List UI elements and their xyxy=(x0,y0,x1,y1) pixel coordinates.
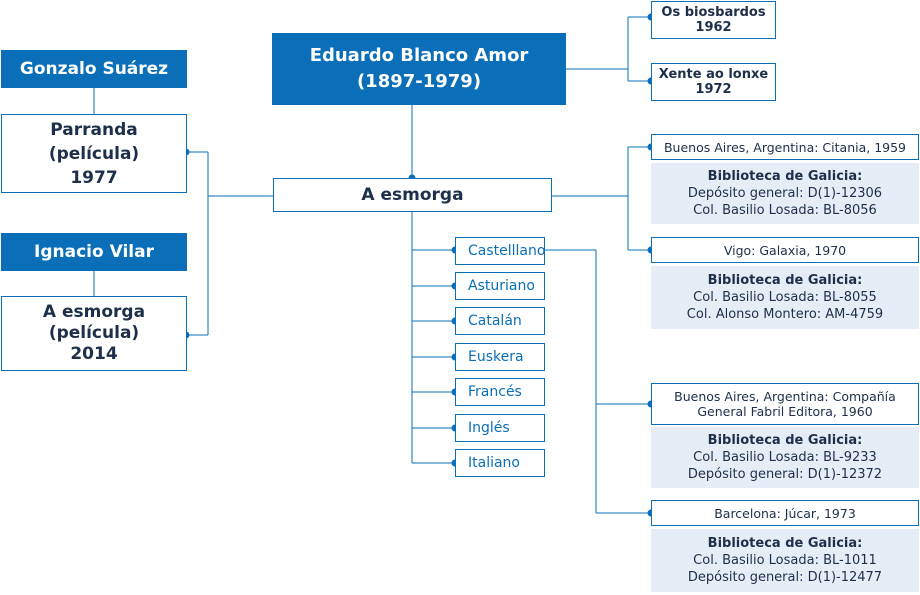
author-name: Eduardo Blanco Amor xyxy=(309,45,529,66)
edition-heading-fabril: Buenos Aires, Argentina: Compañía Genera… xyxy=(651,383,919,425)
translation-label: Francés xyxy=(468,384,522,400)
translation-catalan: Catalán xyxy=(455,307,545,335)
library-name: Biblioteca de Galicia: xyxy=(707,433,863,448)
other-work-title: Xente ao lonxe xyxy=(658,67,769,82)
author-box: Eduardo Blanco Amor (1897-1979) xyxy=(272,33,566,105)
other-work-xente: Xente ao lonxe 1972 xyxy=(651,63,776,101)
translation-castellano: Castelllano xyxy=(455,237,545,265)
edition-heading-line2: General Fabril Editora, 1960 xyxy=(697,404,873,419)
film-box-parranda: Parranda (película) 1977 xyxy=(1,114,187,193)
translation-label: Catalán xyxy=(468,313,522,329)
film-year: 1977 xyxy=(70,167,118,188)
translation-label: Castelllano xyxy=(468,243,546,259)
translation-label: Italiano xyxy=(468,455,520,471)
edition-library-fabril: Biblioteca de Galicia: Col. Basilio Losa… xyxy=(651,427,919,488)
library-holding: Col. Basilio Losada: BL-8056 xyxy=(693,203,877,218)
translation-euskera: Euskera xyxy=(455,343,545,371)
library-holding: Col. Basilio Losada: BL-8055 xyxy=(693,290,877,305)
work-title: A esmorga xyxy=(361,185,464,205)
library-holding: Depósito general: D(1)-12306 xyxy=(687,186,883,201)
film-title-line1: Parranda xyxy=(50,119,138,140)
library-name: Biblioteca de Galicia: xyxy=(707,273,863,288)
author-dates: (1897-1979) xyxy=(356,71,482,92)
translation-italiano: Italiano xyxy=(455,449,545,477)
library-holding: Depósito general: D(1)-12372 xyxy=(687,467,883,482)
film-title-line2: (película) xyxy=(48,143,140,164)
library-holding: Col. Basilio Losada: BL-9233 xyxy=(693,450,877,465)
library-name: Biblioteca de Galicia: xyxy=(707,169,863,184)
library-holding: Col. Alonso Montero: AM-4759 xyxy=(686,307,884,322)
library-holding: Depósito general: D(1)-12477 xyxy=(687,570,883,585)
edition-library-jucar: Biblioteca de Galicia: Col. Basilio Losa… xyxy=(651,529,919,592)
translation-label: Euskera xyxy=(468,349,524,365)
library-holding: Col. Basilio Losada: BL-1011 xyxy=(693,553,877,568)
film-year: 2014 xyxy=(70,344,118,364)
translation-frances: Francés xyxy=(455,378,545,406)
edition-heading-citania: Buenos Aires, Argentina: Citania, 1959 xyxy=(651,134,919,160)
work-box: A esmorga xyxy=(273,178,552,212)
film-title-line2: (película) xyxy=(48,323,140,343)
other-work-title: Os biosbardos xyxy=(661,5,766,20)
translation-asturiano: Asturiano xyxy=(455,272,545,300)
director-name: Ignacio Vilar xyxy=(34,242,154,262)
edition-heading: Buenos Aires, Argentina: Citania, 1959 xyxy=(663,139,907,155)
edition-library-citania: Biblioteca de Galicia: Depósito general:… xyxy=(651,163,919,224)
edition-heading-galaxia: Vigo: Galaxia, 1970 xyxy=(651,237,919,263)
film-box-esmorga: A esmorga (película) 2014 xyxy=(1,296,187,371)
film-title-line1: A esmorga xyxy=(42,302,146,322)
edition-heading: Barcelona: Júcar, 1973 xyxy=(714,505,856,521)
director-box-suarez: Gonzalo Suárez xyxy=(1,50,187,88)
edition-library-galaxia: Biblioteca de Galicia: Col. Basilio Losa… xyxy=(651,266,919,329)
director-box-vilar: Ignacio Vilar xyxy=(1,233,187,271)
edition-heading-line1: Buenos Aires, Argentina: Compañía xyxy=(674,389,896,404)
translation-ingles: Inglés xyxy=(455,414,545,442)
translation-label: Asturiano xyxy=(468,278,535,294)
edition-heading-jucar: Barcelona: Júcar, 1973 xyxy=(651,500,919,526)
other-work-biosbardos: Os biosbardos 1962 xyxy=(651,1,776,39)
edition-heading: Vigo: Galaxia, 1970 xyxy=(723,242,847,258)
director-name: Gonzalo Suárez xyxy=(19,59,169,79)
other-work-year: 1962 xyxy=(695,20,732,35)
other-work-year: 1972 xyxy=(695,82,732,97)
library-name: Biblioteca de Galicia: xyxy=(707,536,863,551)
translation-label: Inglés xyxy=(468,420,510,436)
